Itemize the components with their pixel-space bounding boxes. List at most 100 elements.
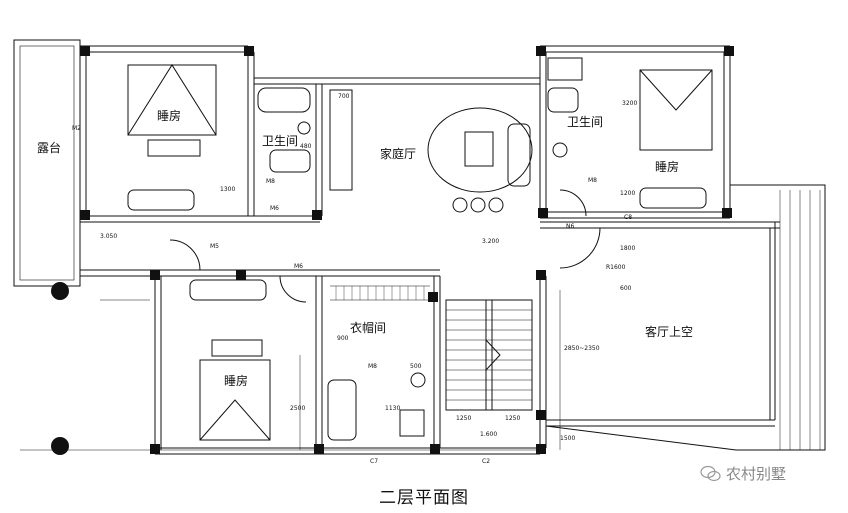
toilet-top-left bbox=[297, 121, 311, 135]
dim-3050: 3.050 bbox=[100, 233, 117, 240]
column-10 bbox=[236, 270, 246, 280]
dim-3200: 3.200 bbox=[482, 238, 499, 245]
wall-bottom bbox=[155, 447, 540, 455]
bed-bottom-left-bench bbox=[211, 339, 263, 357]
dim-700: 700 bbox=[338, 93, 350, 100]
tag-m6-a: M6 bbox=[270, 205, 279, 212]
terrace-hatch bbox=[779, 190, 821, 450]
wall-stair-right bbox=[539, 276, 547, 448]
balcony-outline bbox=[13, 39, 81, 287]
bathtub-bottom bbox=[327, 379, 357, 441]
wall-mid-left bbox=[80, 215, 320, 223]
round-sofa bbox=[427, 107, 533, 193]
closet-hangers bbox=[335, 286, 425, 300]
sink-bottom bbox=[399, 409, 425, 437]
cabinet-top-right bbox=[547, 57, 583, 81]
room-label-balcony: 露台 bbox=[37, 140, 61, 155]
room-label-bedroom-top-left: 睡房 bbox=[157, 108, 181, 123]
room-label-bedroom-bottom-left: 睡房 bbox=[224, 373, 248, 388]
column-9 bbox=[150, 270, 160, 280]
dim-3200v: 3200 bbox=[622, 100, 637, 107]
wall-top-right bbox=[540, 45, 730, 53]
column-13 bbox=[430, 444, 440, 454]
chair-3 bbox=[488, 197, 504, 213]
chair-2 bbox=[470, 197, 486, 213]
wall-void-right bbox=[769, 222, 776, 420]
wall-closet-left bbox=[315, 276, 323, 448]
stair-outline bbox=[445, 299, 533, 411]
wall-void-top bbox=[540, 221, 780, 229]
column-8 bbox=[722, 208, 732, 218]
watermark: 农村别墅 bbox=[700, 463, 786, 484]
chair-1 bbox=[452, 197, 468, 213]
tag-c2: C2 bbox=[482, 458, 490, 465]
column-1 bbox=[80, 46, 90, 56]
column-5 bbox=[538, 208, 548, 218]
column-12 bbox=[314, 444, 324, 454]
toilet-bottom bbox=[410, 372, 426, 388]
stair-rail bbox=[485, 300, 493, 410]
wall-left-bedroom bbox=[79, 46, 87, 218]
column-round-2 bbox=[51, 437, 69, 455]
bathtub-top-left bbox=[257, 87, 311, 113]
wall-bath-left bbox=[247, 46, 255, 216]
wall-bath-right bbox=[315, 84, 323, 216]
terrace-outline bbox=[730, 184, 826, 451]
tag-c8: C8 bbox=[624, 214, 632, 221]
sofa-arm bbox=[507, 123, 531, 187]
wall-family-top bbox=[322, 77, 540, 85]
bed-top-left-pillow bbox=[127, 64, 217, 136]
bed-top-left bbox=[127, 64, 217, 136]
column-round-1 bbox=[51, 282, 69, 300]
wall-stair-left bbox=[433, 276, 441, 448]
stair-arrow bbox=[485, 339, 501, 371]
dim-1800: 1800 bbox=[620, 245, 635, 252]
toilet-top-right bbox=[552, 142, 568, 158]
dim-1130: 1130 bbox=[385, 405, 400, 412]
door-swing-m5 bbox=[169, 239, 201, 271]
column-15 bbox=[536, 410, 546, 420]
room-label-bathroom-top-right: 卫生间 bbox=[567, 115, 603, 129]
wall-family-right bbox=[539, 46, 547, 216]
desk-top-left bbox=[127, 189, 195, 211]
desk-top-right bbox=[639, 187, 707, 209]
cabinet-left bbox=[329, 89, 353, 191]
room-label-living-void: 客厅上空 bbox=[645, 324, 693, 339]
tag-m8-c: M8 bbox=[368, 363, 377, 370]
dim-1250-b: 1250 bbox=[505, 415, 520, 422]
column-6 bbox=[536, 46, 546, 56]
tag-c7: C7 bbox=[370, 458, 378, 465]
coffee-table bbox=[464, 131, 494, 167]
tag-m2: M2 bbox=[72, 125, 81, 132]
dim-r1600: R1600 bbox=[606, 264, 626, 271]
bed-bottom-left-pillow bbox=[199, 399, 271, 441]
drawing-caption: 二层平面图 bbox=[379, 488, 469, 508]
room-label-bathroom-top-left: 卫生间 bbox=[262, 134, 298, 148]
wall-right-bedroom bbox=[723, 46, 731, 216]
column-2 bbox=[244, 46, 254, 56]
balcony-inner bbox=[19, 45, 75, 281]
dim-480: 480 bbox=[300, 143, 312, 150]
dim-500: 500 bbox=[410, 363, 422, 370]
tag-n6: N6 bbox=[566, 223, 574, 230]
door-swing-n6 bbox=[559, 189, 587, 217]
wall-bath-top bbox=[254, 77, 330, 85]
column-7 bbox=[724, 46, 734, 56]
column-14 bbox=[536, 444, 546, 454]
column-4 bbox=[312, 210, 322, 220]
column-16 bbox=[428, 292, 438, 302]
dim-2850: 2850~2350 bbox=[564, 345, 600, 352]
bathtub-top-right bbox=[547, 87, 579, 113]
column-11 bbox=[150, 444, 160, 454]
dim-1200: 1200 bbox=[620, 190, 635, 197]
column-17 bbox=[536, 270, 546, 280]
tag-m5: M5 bbox=[210, 243, 219, 250]
dim-1250-a: 1250 bbox=[456, 415, 471, 422]
bed-top-right bbox=[639, 69, 713, 151]
dim-900: 900 bbox=[337, 335, 349, 342]
room-label-bedroom-top-right: 睡房 bbox=[655, 159, 679, 174]
wall-bottom-bedroom-left bbox=[154, 270, 162, 450]
wall-void-bottom bbox=[546, 419, 775, 427]
wall-top-left bbox=[80, 45, 248, 53]
